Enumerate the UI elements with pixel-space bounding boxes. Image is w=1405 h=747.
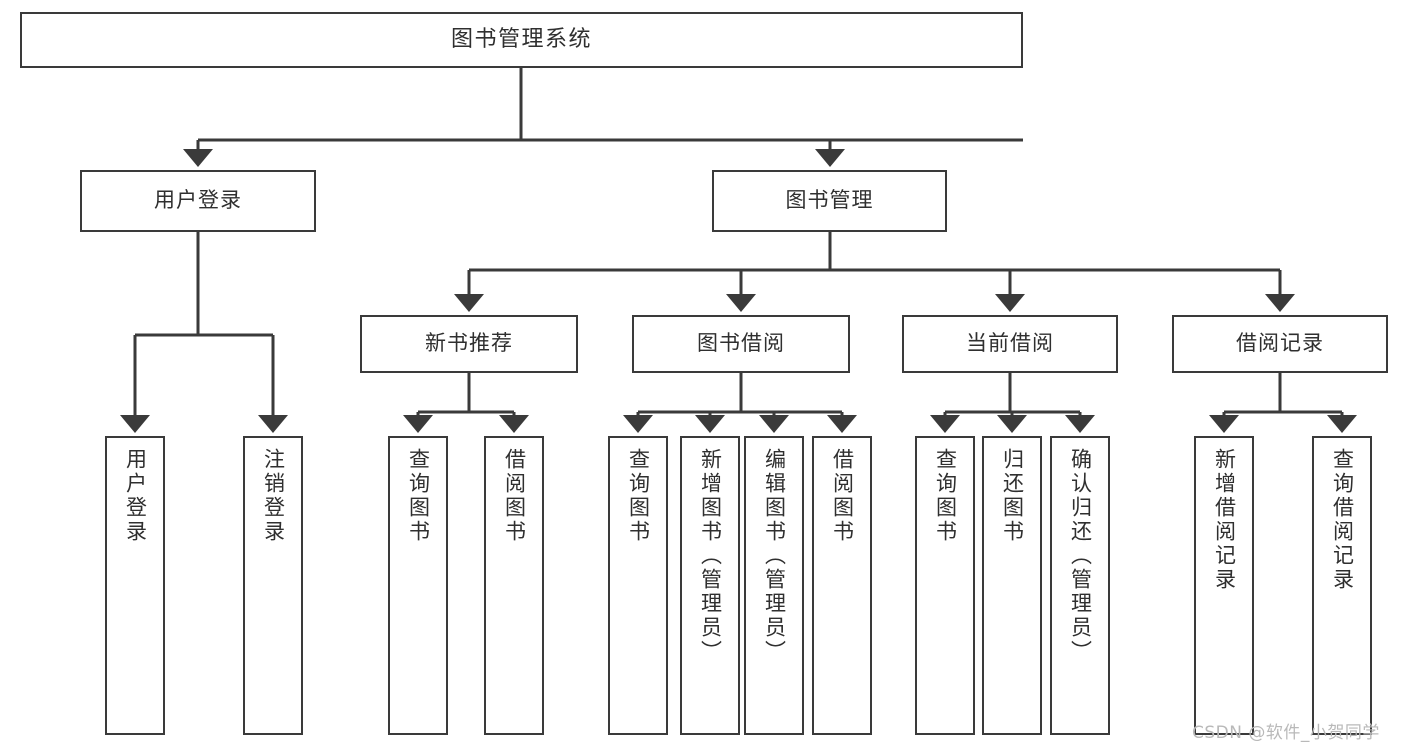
node-user-login[interactable]: 用户登录	[80, 170, 316, 232]
leaf-add-book-admin[interactable]: 新增图书（管理员）	[680, 436, 740, 735]
node-label: 用户登录	[154, 188, 242, 213]
leaf-query-book-current[interactable]: 查询图书	[915, 436, 975, 735]
leaf-borrow-book-recommend[interactable]: 借阅图书	[484, 436, 544, 735]
node-root-system[interactable]: 图书管理系统	[20, 12, 1023, 68]
node-label: 新书推荐	[425, 331, 513, 356]
node-label: 查询借阅记录	[1330, 448, 1355, 592]
leaf-confirm-return-admin[interactable]: 确认归还（管理员）	[1050, 436, 1110, 735]
leaf-query-borrow-record[interactable]: 查询借阅记录	[1312, 436, 1372, 735]
node-label: 查询图书	[406, 448, 431, 544]
node-label: 图书管理	[785, 188, 874, 213]
leaf-query-book-borrow[interactable]: 查询图书	[608, 436, 668, 735]
node-label: 确认归还（管理员）	[1068, 448, 1093, 664]
node-new-book-recommend[interactable]: 新书推荐	[360, 315, 578, 373]
node-borrow-record[interactable]: 借阅记录	[1172, 315, 1388, 373]
leaf-logout[interactable]: 注销登录	[243, 436, 303, 735]
leaf-return-book[interactable]: 归还图书	[982, 436, 1042, 735]
node-label: 新增借阅记录	[1212, 448, 1237, 592]
node-label: 借阅图书	[830, 448, 855, 544]
leaf-borrow-book[interactable]: 借阅图书	[812, 436, 872, 735]
node-label: 编辑图书（管理员）	[762, 448, 787, 664]
node-label: 图书借阅	[697, 331, 785, 356]
node-label: 归还图书	[1000, 448, 1025, 544]
leaf-edit-book-admin[interactable]: 编辑图书（管理员）	[744, 436, 804, 735]
node-label: 查询图书	[933, 448, 958, 544]
leaf-user-login[interactable]: 用户登录	[105, 436, 165, 735]
node-label: 借阅记录	[1236, 331, 1324, 356]
node-label: 借阅图书	[502, 448, 527, 544]
node-label: 查询图书	[626, 448, 651, 544]
node-label: 当前借阅	[966, 331, 1054, 356]
node-label: 注销登录	[261, 448, 286, 544]
node-current-borrow[interactable]: 当前借阅	[902, 315, 1118, 373]
node-book-borrow[interactable]: 图书借阅	[632, 315, 850, 373]
node-label: 新增图书（管理员）	[698, 448, 723, 664]
leaf-add-borrow-record[interactable]: 新增借阅记录	[1194, 436, 1254, 735]
leaf-query-book-recommend[interactable]: 查询图书	[388, 436, 448, 735]
node-label: 用户登录	[123, 448, 148, 544]
node-book-management[interactable]: 图书管理	[712, 170, 947, 232]
node-label: 图书管理系统	[450, 26, 592, 52]
watermark: CSDN @软件_小贺同学	[1192, 723, 1380, 743]
